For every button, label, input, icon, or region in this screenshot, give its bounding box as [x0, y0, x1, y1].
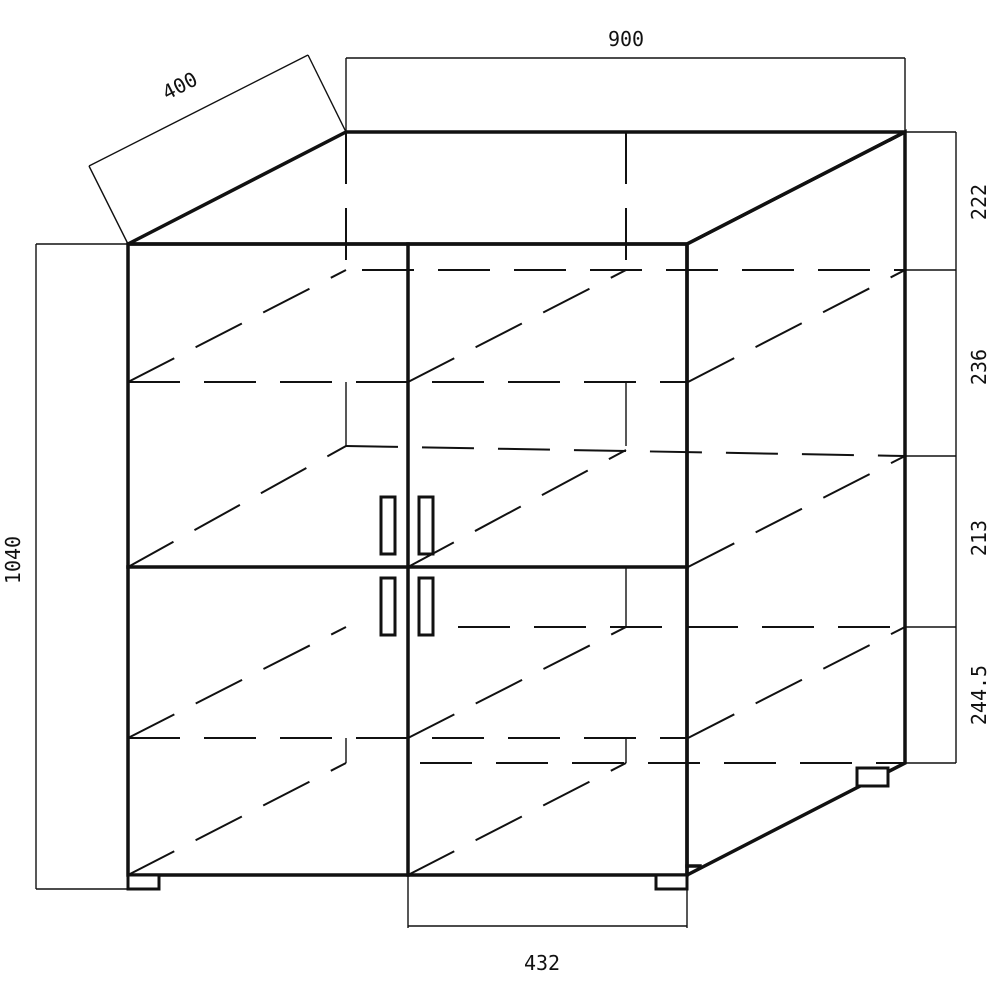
- diagonal-3: [127, 445, 347, 568]
- diagonal-2: [407, 269, 627, 383]
- cabinet-side: [685, 129, 907, 878]
- diagonal-6: [407, 626, 627, 739]
- label-door-width: 432: [524, 951, 560, 975]
- diagonal-5: [127, 626, 347, 739]
- label-width: 900: [608, 27, 644, 51]
- dim-depth-ext-1: [88, 165, 129, 245]
- feet: [126, 766, 890, 891]
- handle-icon: [417, 495, 435, 556]
- handles: [379, 495, 435, 637]
- dimension-lines: [35, 54, 957, 928]
- diagonal-1: [127, 269, 347, 383]
- label-section-3: 213: [967, 520, 991, 556]
- diagonal-4: [407, 449, 627, 568]
- handle-icon: [379, 576, 397, 637]
- handle-icon: [379, 495, 397, 556]
- diagonal-11: [687, 626, 906, 739]
- diagonal-9: [687, 269, 906, 383]
- dim-depth-ext-2: [307, 54, 347, 133]
- foot-icon: [654, 873, 689, 891]
- dimension-labels: 900 400 1040 222 236 213 244.5 432: [1, 27, 991, 975]
- label-section-2: 236: [967, 349, 991, 385]
- cabinet-top: [127, 130, 906, 246]
- foot-icon: [126, 873, 161, 891]
- label-depth: 400: [158, 67, 201, 105]
- handle-icon: [417, 576, 435, 637]
- diagonal-10: [687, 455, 906, 568]
- diagonal-7: [127, 762, 347, 876]
- label-section-4: 244.5: [967, 665, 991, 725]
- foot-icon: [855, 766, 890, 788]
- diagonal-8: [407, 762, 627, 876]
- label-section-1: 222: [967, 184, 991, 220]
- label-height: 1040: [1, 536, 25, 584]
- dim-depth-line: [88, 54, 309, 167]
